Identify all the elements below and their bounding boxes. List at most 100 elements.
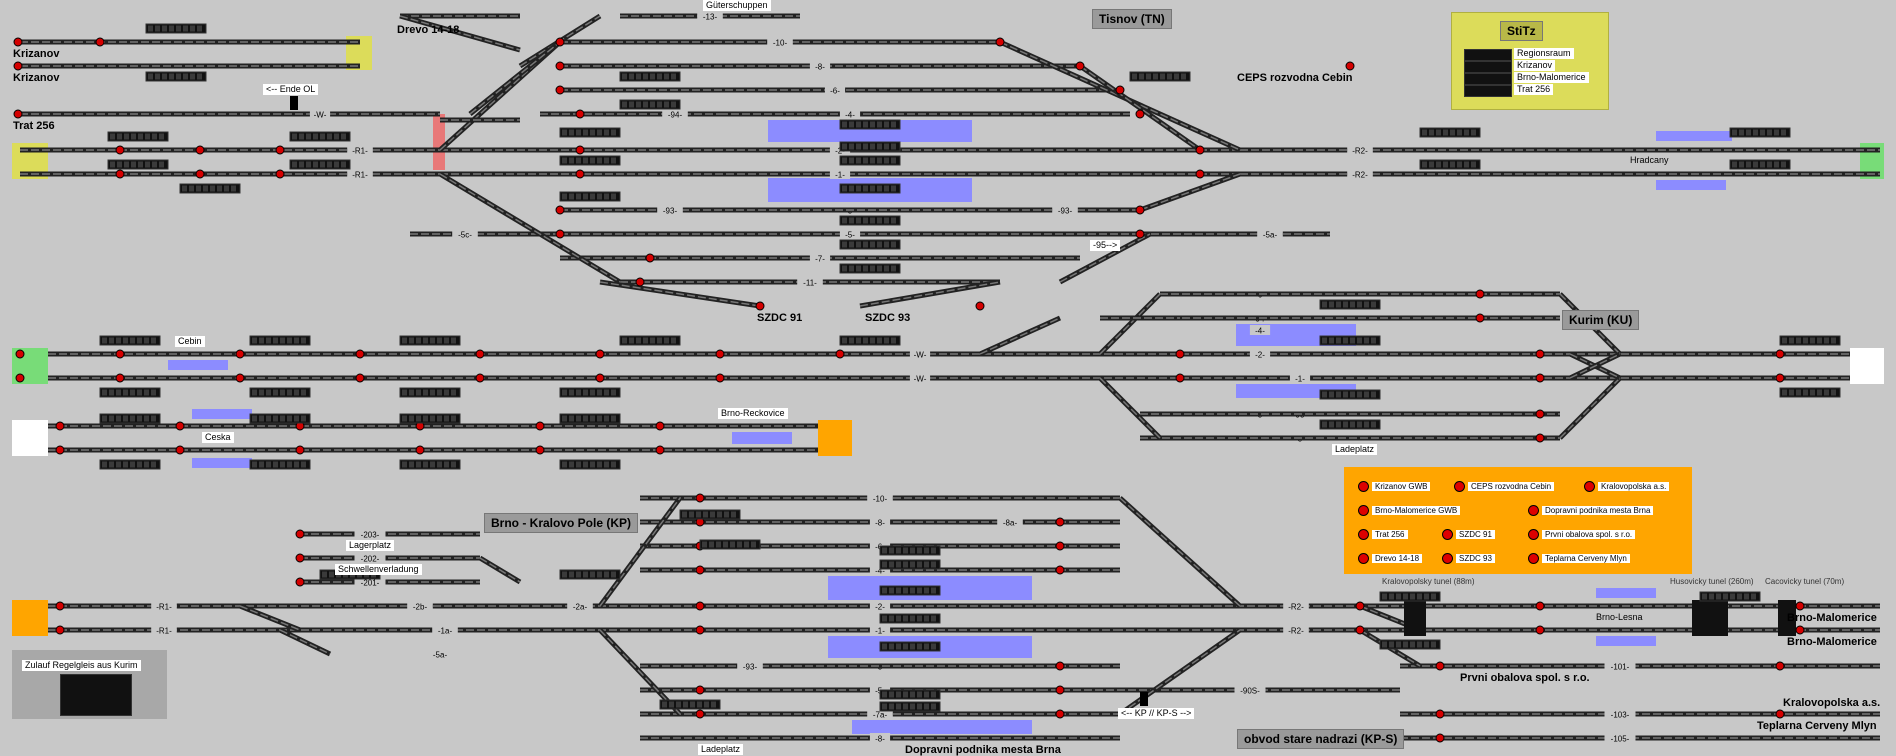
signal-icon[interactable]	[695, 625, 705, 635]
signal-icon[interactable]	[295, 445, 305, 455]
signal-icon[interactable]	[475, 349, 485, 359]
signal-icon[interactable]	[1195, 169, 1205, 179]
stitz-counter[interactable]	[1464, 61, 1512, 73]
signal-icon[interactable]	[275, 145, 285, 155]
signal-icon[interactable]	[175, 421, 185, 431]
signal-icon[interactable]	[1055, 685, 1065, 695]
signal-icon[interactable]	[1345, 61, 1355, 71]
legend-item[interactable]: Krizanov GWB	[1358, 481, 1431, 492]
signal-icon[interactable]	[695, 601, 705, 611]
siding-kralovopolska[interactable]: Kralovopolska a.s.	[1783, 697, 1881, 709]
signal-icon[interactable]	[1075, 61, 1085, 71]
siding-ceps[interactable]: CEPS rozvodna Cebin	[1237, 72, 1353, 84]
signal-icon[interactable]	[1475, 289, 1485, 299]
siding-dopravni[interactable]: Dopravni podnika mesta Brna	[905, 744, 1061, 756]
siding-szdc-91[interactable]: SZDC 91	[757, 312, 803, 324]
signal-icon[interactable]	[555, 205, 565, 215]
signal-icon[interactable]	[575, 145, 585, 155]
signal-icon[interactable]	[715, 373, 725, 383]
signal-icon[interactable]	[695, 709, 705, 719]
signal-icon[interactable]	[275, 169, 285, 179]
signal-icon[interactable]	[1775, 661, 1785, 671]
signal-icon[interactable]	[115, 145, 125, 155]
signal-icon[interactable]	[1795, 625, 1805, 635]
siding-teplarna[interactable]: Teplarna Cerveny Mlyn	[1757, 720, 1877, 732]
signal-icon[interactable]	[575, 169, 585, 179]
signal-icon[interactable]	[1535, 433, 1545, 443]
signal-icon[interactable]	[15, 349, 25, 359]
signal-icon[interactable]	[115, 169, 125, 179]
siding-szdc-93[interactable]: SZDC 93	[865, 312, 911, 324]
legend-item[interactable]: Brno-Malomerice GWB	[1358, 505, 1461, 516]
signal-icon[interactable]	[695, 565, 705, 575]
signal-icon[interactable]	[755, 301, 765, 311]
signal-icon[interactable]	[975, 301, 985, 311]
signal-icon[interactable]	[1435, 733, 1445, 743]
station-title-kralovo-pole[interactable]: Brno - Kralovo Pole (KP)	[484, 513, 639, 533]
signal-icon[interactable]	[1355, 601, 1365, 611]
signal-icon[interactable]	[715, 349, 725, 359]
signal-icon[interactable]	[175, 445, 185, 455]
legend-item[interactable]: Kralovopolska a.s.	[1584, 481, 1670, 492]
legend-item[interactable]: CEPS rozvodna Cebin	[1454, 481, 1555, 492]
signal-icon[interactable]	[55, 421, 65, 431]
signal-icon[interactable]	[995, 37, 1005, 47]
signal-icon[interactable]	[695, 685, 705, 695]
station-title-tisnov[interactable]: Tisnov (TN)	[1092, 9, 1172, 29]
signal-icon[interactable]	[535, 445, 545, 455]
signal-icon[interactable]	[13, 109, 23, 119]
signal-icon[interactable]	[1135, 205, 1145, 215]
signal-icon[interactable]	[555, 229, 565, 239]
signal-icon[interactable]	[1175, 373, 1185, 383]
signal-icon[interactable]	[1055, 517, 1065, 527]
signal-icon[interactable]	[1355, 625, 1365, 635]
signal-icon[interactable]	[1175, 349, 1185, 359]
signal-icon[interactable]	[575, 109, 585, 119]
signal-icon[interactable]	[655, 421, 665, 431]
signal-icon[interactable]	[1795, 601, 1805, 611]
legend-item[interactable]: Drevo 14-18	[1358, 553, 1423, 564]
signal-icon[interactable]	[1435, 661, 1445, 671]
signal-icon[interactable]	[1435, 709, 1445, 719]
signal-icon[interactable]	[555, 37, 565, 47]
station-title-kp-s[interactable]: obvod stare nadrazi (KP-S)	[1237, 729, 1405, 749]
signal-icon[interactable]	[1475, 313, 1485, 323]
signal-icon[interactable]	[1115, 85, 1125, 95]
signal-icon[interactable]	[1775, 373, 1785, 383]
signal-icon[interactable]	[55, 601, 65, 611]
legend-item[interactable]: Teplarna Cerveny Mlyn	[1528, 553, 1630, 564]
signal-icon[interactable]	[235, 349, 245, 359]
exit-krizanov-1[interactable]: Krizanov	[13, 48, 60, 60]
siding-prvni-obalova[interactable]: Prvni obalova spol. s r.o.	[1460, 672, 1590, 684]
signal-icon[interactable]	[1195, 145, 1205, 155]
signal-icon[interactable]	[195, 145, 205, 155]
signal-icon[interactable]	[1535, 601, 1545, 611]
stitz-counter[interactable]	[1464, 85, 1512, 97]
signal-icon[interactable]	[535, 421, 545, 431]
signal-icon[interactable]	[1055, 661, 1065, 671]
signal-icon[interactable]	[1535, 409, 1545, 419]
signal-icon[interactable]	[1535, 349, 1545, 359]
signal-icon[interactable]	[695, 493, 705, 503]
signal-icon[interactable]	[1055, 565, 1065, 575]
signal-icon[interactable]	[1535, 625, 1545, 635]
signal-icon[interactable]	[1775, 709, 1785, 719]
signal-icon[interactable]	[355, 373, 365, 383]
signal-icon[interactable]	[555, 61, 565, 71]
signal-icon[interactable]	[13, 37, 23, 47]
signal-icon[interactable]	[835, 349, 845, 359]
siding-drevo[interactable]: Drevo 14-18	[397, 24, 460, 36]
exit-trat-256[interactable]: Trat 256	[13, 120, 55, 132]
signal-icon[interactable]	[295, 577, 305, 587]
signal-icon[interactable]	[1055, 541, 1065, 551]
signal-icon[interactable]	[115, 349, 125, 359]
signal-icon[interactable]	[1535, 373, 1545, 383]
signal-icon[interactable]	[235, 373, 245, 383]
signal-icon[interactable]	[415, 445, 425, 455]
legend-item[interactable]: Prvni obalova spol. s r.o.	[1528, 529, 1636, 540]
signal-icon[interactable]	[595, 349, 605, 359]
signal-icon[interactable]	[635, 277, 645, 287]
signal-icon[interactable]	[295, 553, 305, 563]
exit-brno-malomerice-2[interactable]: Brno-Malomerice	[1787, 636, 1877, 648]
